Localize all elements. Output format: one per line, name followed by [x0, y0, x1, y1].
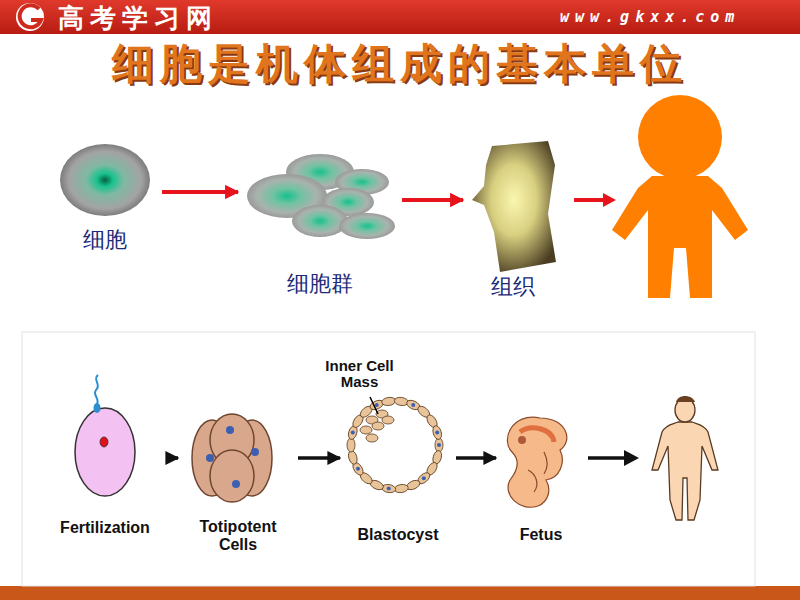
- flow-arrow: [456, 456, 496, 460]
- cell-group-drawing: [247, 154, 395, 239]
- tissue-drawing: [472, 141, 556, 272]
- human-silhouette: [612, 95, 748, 298]
- red-arrow: [574, 193, 616, 207]
- stage-item: 组织: [465, 135, 560, 299]
- flow-arrow: [402, 198, 463, 202]
- fetus-drawing: [507, 417, 566, 507]
- flow-arrow: [174, 456, 178, 460]
- stage-item: 细胞: [50, 140, 160, 252]
- part-label: Inner Cell Mass: [312, 358, 407, 390]
- stage-label: Totipotent Cells: [180, 518, 296, 553]
- stage-label: 细胞群: [240, 272, 400, 296]
- cell-drawing: [60, 144, 150, 216]
- logo-mark: [16, 3, 44, 31]
- flow-arrow: [162, 190, 238, 194]
- human-drawing: [652, 396, 718, 520]
- blastocyst-drawing: [347, 396, 443, 493]
- site-url: www.gkxx.com: [560, 8, 740, 26]
- stage-figure: Totipotent Cells: [180, 410, 296, 553]
- stage-figure: Fetus: [498, 410, 584, 544]
- leader-line: [370, 397, 378, 414]
- slide-title: 细胞是机体组成的基本单位: [0, 36, 800, 92]
- stage-label: Fetus: [498, 526, 584, 544]
- stage-label: Blastocyst: [342, 526, 454, 544]
- footer-bar: [0, 586, 800, 600]
- stage-figure: Fertilization: [38, 372, 172, 537]
- stage-item: 细胞群: [240, 145, 400, 296]
- stage-label: Fertilization: [38, 519, 172, 537]
- stage-label: 细胞: [50, 228, 160, 252]
- panel: [22, 332, 755, 586]
- flow-arrow: [298, 456, 340, 460]
- totipotent-cells-drawing: [192, 414, 272, 502]
- site-logo-text: 高考学习网: [58, 1, 218, 36]
- black-arrow: [588, 450, 639, 466]
- stage-label: 组织: [465, 275, 560, 299]
- egg-sperm-drawing: [75, 375, 135, 496]
- stage-figure: Blastocyst: [342, 400, 454, 544]
